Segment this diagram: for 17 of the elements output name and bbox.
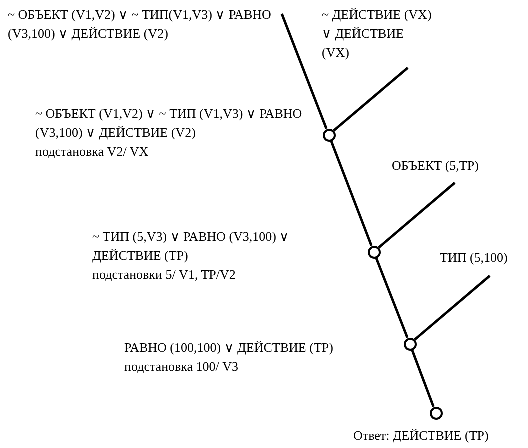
- clause-text: ~ ОБЪЕКТ (V1,V2) ∨ ~ ТИП(V1,V3) ∨ РАВНО (V3,100) ∨ ДЕЙСТВИЕ (V2): [8, 6, 272, 43]
- substitution-note: подстановки 5/ V1, TP/V2: [92, 266, 237, 284]
- clause-text: ~ ТИП (5,V3) ∨ РАВНО (V3,100) ∨ ДЕЙСТВИЕ (TP): [92, 228, 291, 264]
- clause-text: ТИП (5,100): [440, 249, 508, 267]
- connector-line: [330, 140, 373, 246]
- connector-line: [280, 14, 328, 130]
- clause-text: РАВНО (100,100) ∨ ДЕЙСТВИЕ (TP): [124, 338, 334, 356]
- connector-line: [378, 182, 456, 249]
- clause-text: ОБЪЕКТ (5,TP): [392, 157, 479, 175]
- clause-text: ~ ОБЪЕКТ (V1,V2) ∨ ~ ТИП (V1,V3) ∨ РАВНО (V3,100) ∨ ДЕЙСТВИЕ (V2): [36, 104, 304, 142]
- clause-text: ~ ДЕЙСТВИЕ (VX) ∨ ДЕЙСТВИЕ (VX): [322, 6, 432, 62]
- connector-line: [414, 275, 491, 341]
- substitution-note: подстановка 100/ V3: [124, 358, 240, 376]
- connector-line: [411, 350, 435, 408]
- connector-line: [333, 67, 409, 132]
- substitution-note: подстановка V2/ VX: [36, 142, 150, 160]
- clause-text: Ответ: ДЕЙСТВИЕ (TP): [354, 426, 490, 444]
